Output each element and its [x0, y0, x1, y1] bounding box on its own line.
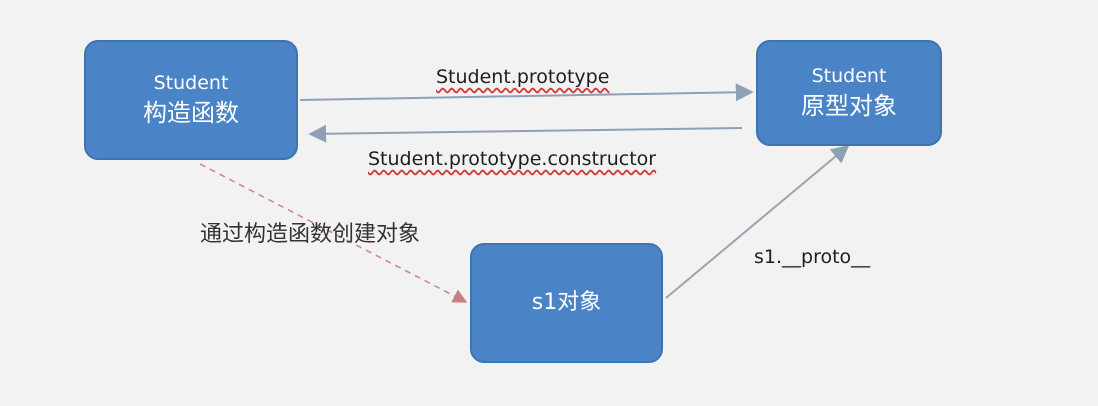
prototype-edge-label: Student.prototype [436, 66, 610, 88]
proto-edge-label: s1.__proto__ [754, 246, 871, 268]
s1-object-node-label: s1对象 [531, 290, 602, 316]
constructor-node-subtitle: 构造函数 [143, 98, 239, 127]
constructor-node-title: Student [153, 71, 229, 94]
constructor-edge-label: Student.prototype.constructor [368, 148, 657, 170]
arrow-prototype-to-constructor [308, 124, 743, 143]
prototype-node-title: Student [811, 64, 887, 87]
arrow-s1-to-prototype [665, 144, 850, 299]
prototype-node-subtitle: 原型对象 [801, 91, 897, 120]
create-object-edge-label: 通过构造函数创建对象 [200, 222, 421, 247]
prototype-node: Student 原型对象 [756, 40, 942, 146]
constructor-node: Student 构造函数 [84, 40, 298, 160]
arrow-constructor-to-prototype [299, 83, 754, 102]
s1-object-node: s1对象 [470, 243, 663, 363]
